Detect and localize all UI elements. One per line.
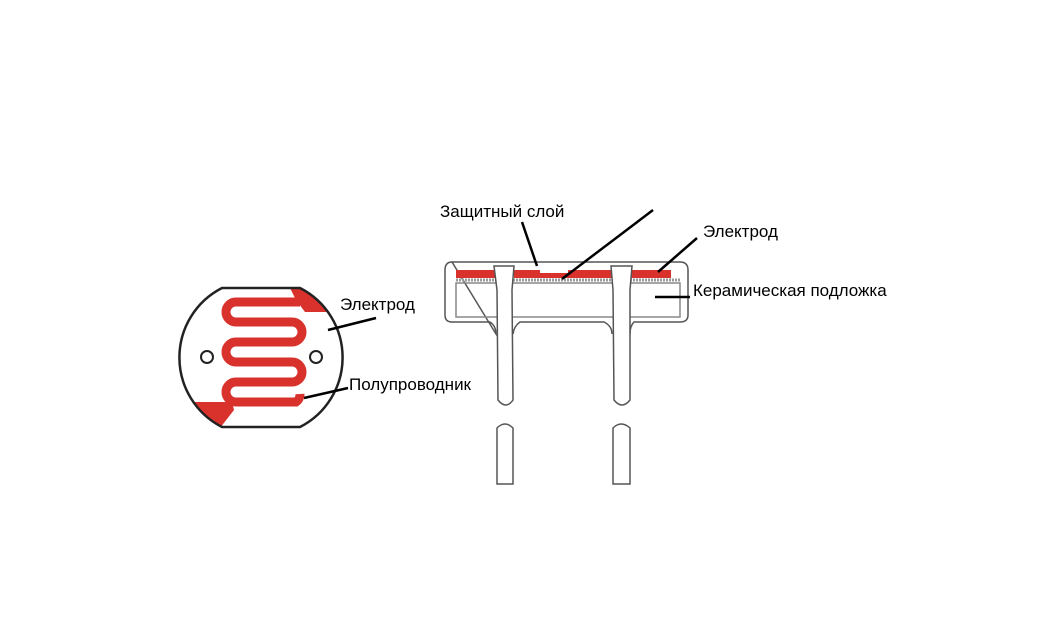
- leader-semiconductor-side: [561, 209, 654, 280]
- leader-electrode-right: [657, 237, 698, 273]
- left-hole: [200, 350, 214, 364]
- leader-electrode-left: [327, 316, 377, 332]
- ceramic-substrate: [455, 282, 681, 318]
- lead-left: [493, 265, 515, 406]
- electrode-bottom-pad: [179, 402, 234, 427]
- label-electrode-right: Электрод: [703, 222, 778, 241]
- electrode-layer-midright: [568, 270, 612, 278]
- semiconductor-layer: [540, 273, 568, 278]
- body-outline: [178, 286, 344, 429]
- side-view: [444, 261, 689, 485]
- leaders: [520, 209, 698, 299]
- label-electrode-left: Электрод: [340, 295, 415, 314]
- leader-semiconductor: [303, 386, 349, 400]
- label-semiconductor: Полупроводник: [349, 375, 471, 394]
- lead-left-lower: [496, 423, 514, 485]
- semiconductor-serpentine: [221, 297, 307, 407]
- label-ceramic-substrate: Керамическая подложка: [693, 281, 887, 300]
- electrode-layer-right: [631, 270, 671, 278]
- lead-right-lower: [612, 423, 631, 485]
- package-outline: [444, 261, 689, 337]
- right-hole: [309, 350, 323, 364]
- electrode-layer-mid: [514, 270, 540, 278]
- electrode-layer-left: [456, 270, 496, 278]
- leader-protective: [520, 221, 539, 267]
- lead-right: [610, 265, 633, 406]
- label-protective-layer: Защитный слой: [440, 202, 565, 221]
